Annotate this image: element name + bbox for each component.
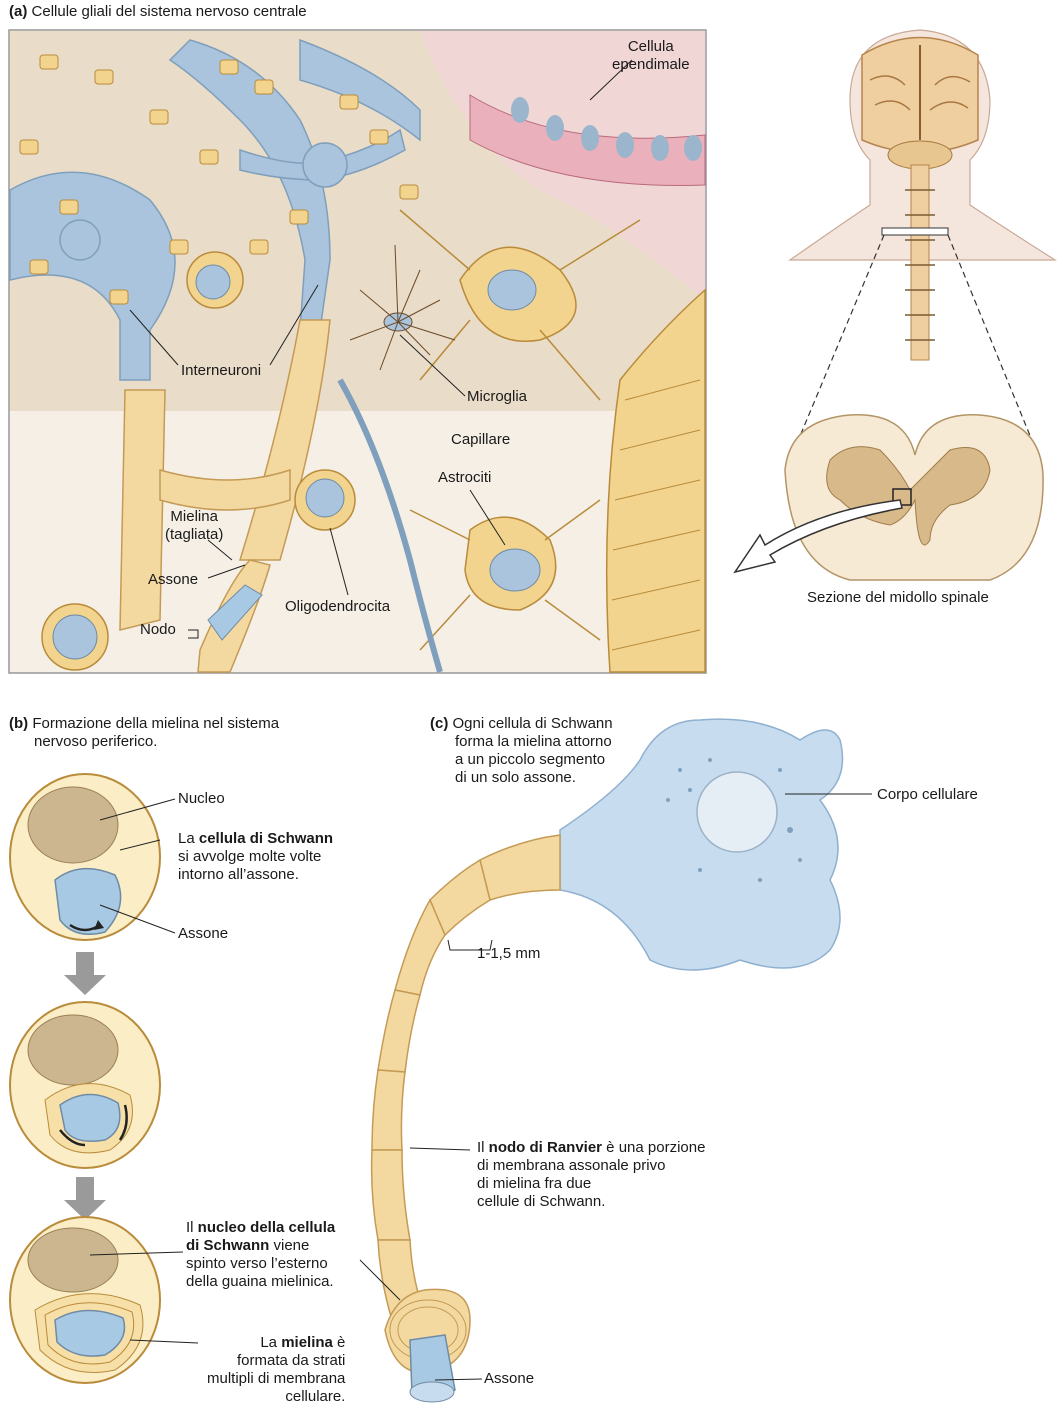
- myelin-line3: multipli di membrana: [207, 1370, 346, 1387]
- panel-a-title-text: Cellule gliali del sistema nervoso centr…: [31, 3, 307, 20]
- label-capillary: Capillare: [451, 431, 511, 448]
- schwann-pre: La: [178, 830, 199, 847]
- astrocyte-end-feet: [19, 54, 419, 305]
- schwann-line3: intorno all’assone.: [178, 866, 299, 883]
- label-node-of-ranvier: Il nodo di Ranvier è una porzione di mem…: [477, 1139, 705, 1211]
- label-myelin-formed: La mielina è formata da strati multipli …: [207, 1334, 345, 1406]
- nucleus-pushed-line4: della guaina mielinica.: [186, 1273, 334, 1290]
- label-ependymal-line1: Cellula: [627, 38, 674, 55]
- label-segment-length: 1-1,5 mm: [477, 945, 541, 962]
- label-cell-body: Corpo cellulare: [877, 786, 978, 803]
- panel-c-letter: (c): [430, 715, 449, 732]
- label-myelin-line1: Mielina: [170, 508, 218, 525]
- label-axon-b: Assone: [178, 925, 229, 942]
- ranvier-line2: di membrana assonale privo: [477, 1157, 666, 1174]
- panel-c-title-line3: a un piccolo segmento: [455, 751, 606, 768]
- label-nucleus: Nucleo: [178, 790, 225, 807]
- label-microglia: Microglia: [467, 388, 528, 405]
- nucleus-pushed-pre: Il: [186, 1219, 198, 1236]
- thin-capillary: [337, 378, 443, 673]
- ranvier-bold: nodo di Ranvier: [488, 1139, 603, 1156]
- label-spinal-cord-section: Sezione del midollo spinale: [807, 589, 989, 606]
- label-axon-a: Assone: [148, 571, 199, 588]
- label-axon-c: Assone: [484, 1370, 535, 1387]
- panel-a-leaders: [129, 59, 633, 639]
- axon-core-a: [207, 584, 263, 641]
- schwann-stage-3: [9, 1216, 161, 1384]
- schwann-stage-1: [9, 773, 161, 941]
- myelin-line2: formata da strati: [237, 1352, 346, 1369]
- myelin-pre: La: [260, 1334, 282, 1351]
- nucleus-pushed-bold2: di Schwann: [186, 1237, 270, 1254]
- down-arrow-2: [64, 1177, 106, 1220]
- schwann-line2: si avvolge molte volte: [178, 848, 322, 865]
- head-illustration: [788, 29, 1058, 361]
- ependymal-cells: [469, 94, 706, 186]
- label-oligodendrocyte: Oligodendrocita: [285, 598, 391, 615]
- nucleus-pushed-bold1: nucleo della cellula: [197, 1219, 336, 1236]
- myelin-line4: cellulare.: [285, 1388, 346, 1405]
- panel-b-letter: (b): [9, 715, 29, 732]
- panel-c-leaders: [359, 793, 872, 1381]
- zoom-arrow: [733, 499, 903, 574]
- spinal-cord-section: [784, 414, 1044, 581]
- interneuron-shapes: [9, 38, 421, 381]
- label-node: Nodo: [140, 621, 176, 638]
- panel-c-title-line4: di un solo assone.: [455, 769, 576, 786]
- panel-c-title: (c) Ogni cellula di Schwann forma la mie…: [430, 715, 613, 787]
- panel-a-letter: (a): [9, 3, 28, 20]
- label-myelin-cut: Mielina (tagliata): [165, 508, 223, 544]
- astrocyte-nucleus-lower: [489, 548, 541, 592]
- myelin-post: è: [332, 1334, 346, 1351]
- down-arrow-1: [64, 952, 106, 995]
- label-ependymal-line2: ependimale: [612, 56, 690, 73]
- panel-b-title-line2: nervoso periferico.: [34, 733, 158, 750]
- microglia-shape: [349, 244, 456, 371]
- ranvier-post: è una porzione: [602, 1139, 706, 1156]
- panel-c-title-line1: Ogni cellula di Schwann: [452, 715, 613, 732]
- nucleus-pushed-line3: spinto verso l’esterno: [186, 1255, 328, 1272]
- label-schwann-wraps: La cellula di Schwann si avvolge molte v…: [178, 830, 333, 884]
- panel-b-title-line1: Formazione della mielina nel sistema: [32, 715, 280, 732]
- cell-body-shape: [559, 718, 844, 971]
- label-nucleus-pushed: Il nucleo della cellula di Schwann viene…: [186, 1219, 335, 1291]
- label-astrocytes: Astrociti: [438, 469, 492, 486]
- schwann-bold: cellula di Schwann: [198, 830, 334, 847]
- ranvier-line3: di mielina fra due: [477, 1175, 592, 1192]
- myelinated-axon-c: [370, 834, 561, 1321]
- label-interneurons: Interneuroni: [181, 362, 262, 379]
- panel-a-title: (a) Cellule gliali del sistema nervoso c…: [9, 3, 307, 21]
- zoom-dashes: [789, 234, 1041, 461]
- label-myelin-line2: (tagliata): [165, 526, 224, 543]
- panel-b-title: (b) Formazione della mielina nel sistema…: [9, 715, 279, 751]
- nucleus-pushed-post2: viene: [269, 1237, 310, 1254]
- ranvier-pre: Il: [477, 1139, 489, 1156]
- ranvier-line4: cellule di Schwann.: [477, 1193, 606, 1210]
- myelin-bold: mielina: [281, 1334, 333, 1351]
- astrocyte-nucleus-upper: [487, 269, 537, 311]
- label-ependymal-cell: Cellula ependimale: [612, 38, 690, 74]
- panel-c-title-line2: forma la mielina attorno: [455, 733, 612, 750]
- panel-b-leaders: [89, 798, 199, 1344]
- schwann-stage-2: [9, 1001, 161, 1169]
